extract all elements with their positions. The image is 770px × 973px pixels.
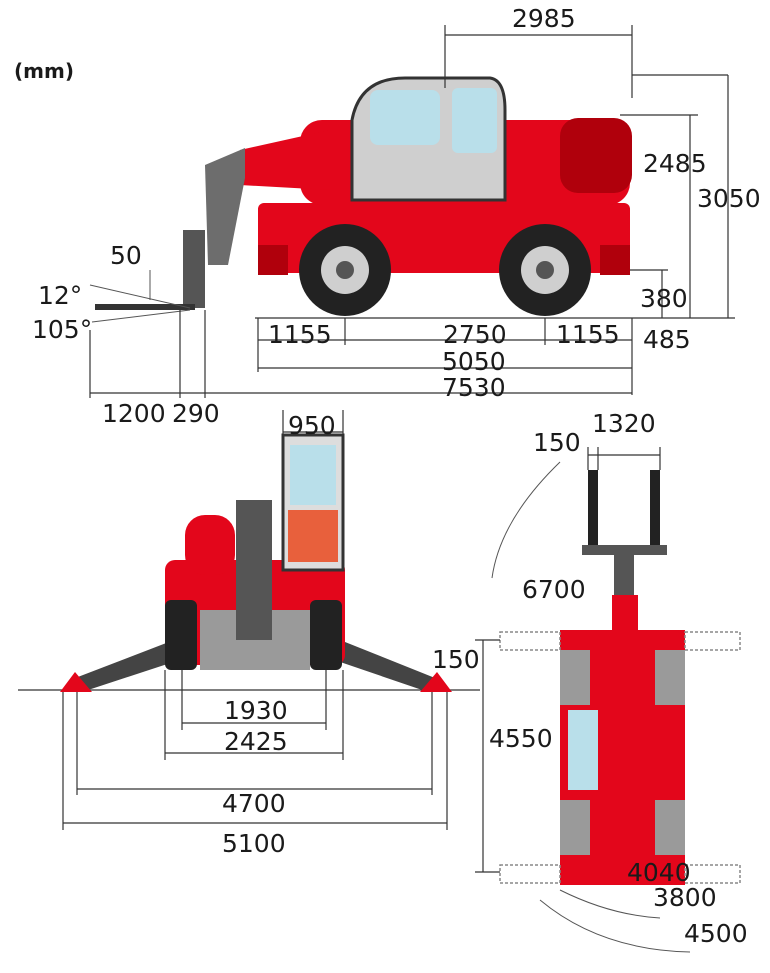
arc-outer bbox=[539, 899, 691, 953]
top-boom bbox=[612, 595, 638, 655]
arc-boom bbox=[491, 461, 561, 579]
top-wheel-fr bbox=[655, 650, 685, 705]
dim-4550: 4550 bbox=[489, 724, 553, 753]
dim-2425: 2425 bbox=[224, 727, 288, 756]
dim-1155-rear: 1155 bbox=[556, 320, 620, 349]
dim-5050: 5050 bbox=[442, 347, 506, 376]
dim-380: 380 bbox=[640, 284, 688, 313]
front-tyre-left bbox=[165, 600, 197, 670]
side-rear-wheel bbox=[499, 224, 591, 316]
top-outrigger-rl bbox=[499, 864, 561, 884]
top-boom-head bbox=[614, 555, 634, 595]
side-front-wheel bbox=[299, 224, 391, 316]
dim-5100: 5100 bbox=[222, 829, 286, 858]
dim-6700: 6700 bbox=[522, 575, 586, 604]
front-view: 950 150 1930 2425 4700 5100 bbox=[18, 410, 480, 858]
dim-2985: 2985 bbox=[512, 4, 576, 33]
front-pad-left bbox=[60, 672, 92, 692]
side-rear-bumper bbox=[600, 245, 630, 275]
dim-4700: 4700 bbox=[222, 789, 286, 818]
top-wheel-rl bbox=[560, 800, 590, 855]
dim-950: 950 bbox=[288, 411, 336, 440]
top-wheel-rr bbox=[655, 800, 685, 855]
side-counterweight bbox=[560, 118, 632, 193]
top-outrigger-fl bbox=[499, 631, 561, 651]
dim-1320: 1320 bbox=[592, 409, 656, 438]
top-carriage bbox=[582, 545, 667, 555]
arc-tail bbox=[559, 889, 661, 919]
dim-290: 290 bbox=[172, 399, 220, 428]
side-cab-window-front bbox=[370, 90, 440, 145]
front-pad-right bbox=[420, 672, 452, 692]
top-outrigger-fr bbox=[684, 631, 741, 651]
side-cab-window-side bbox=[452, 88, 497, 153]
dim-150-top: 150 bbox=[533, 428, 581, 457]
dim-3800: 3800 bbox=[653, 883, 717, 912]
front-tyre-right bbox=[310, 600, 342, 670]
top-wheel-fl bbox=[560, 650, 590, 705]
side-front-bumper bbox=[258, 245, 288, 275]
top-fork-left bbox=[588, 470, 598, 545]
top-outrigger-rr bbox=[684, 864, 741, 884]
angle-12: 12° bbox=[38, 281, 82, 310]
side-carriage bbox=[183, 230, 205, 308]
top-view: 150 1320 6700 4550 4040 3800 4500 bbox=[475, 409, 748, 953]
dim-7530: 7530 bbox=[442, 373, 506, 402]
front-cab-glass bbox=[290, 445, 336, 505]
side-boom bbox=[240, 130, 330, 190]
dim-2750: 2750 bbox=[443, 320, 507, 349]
dim-50: 50 bbox=[110, 241, 142, 270]
front-turret bbox=[185, 515, 235, 575]
dim-2485: 2485 bbox=[643, 149, 707, 178]
dim-485: 485 bbox=[643, 325, 691, 354]
dim-3050: 3050 bbox=[697, 184, 761, 213]
unit-label: (mm) bbox=[14, 59, 74, 83]
dim-1200: 1200 bbox=[102, 399, 166, 428]
tilt-down-ray bbox=[91, 309, 191, 323]
dim-4040: 4040 bbox=[627, 858, 691, 887]
top-fork-right bbox=[650, 470, 660, 545]
front-boom bbox=[236, 500, 272, 640]
front-cab-lower bbox=[288, 510, 338, 562]
side-view: 2985 2485 3050 380 50 12° 105° 1155 2750… bbox=[32, 4, 761, 428]
tilt-up-ray bbox=[89, 284, 191, 309]
dim-150-front: 150 bbox=[432, 645, 480, 674]
top-cab bbox=[568, 710, 598, 790]
dim-1155-front: 1155 bbox=[268, 320, 332, 349]
dim-1930: 1930 bbox=[224, 696, 288, 725]
side-boom-head bbox=[205, 148, 245, 265]
side-fork bbox=[95, 304, 195, 310]
dim-4500: 4500 bbox=[684, 919, 748, 948]
angle-105: 105° bbox=[32, 315, 92, 344]
